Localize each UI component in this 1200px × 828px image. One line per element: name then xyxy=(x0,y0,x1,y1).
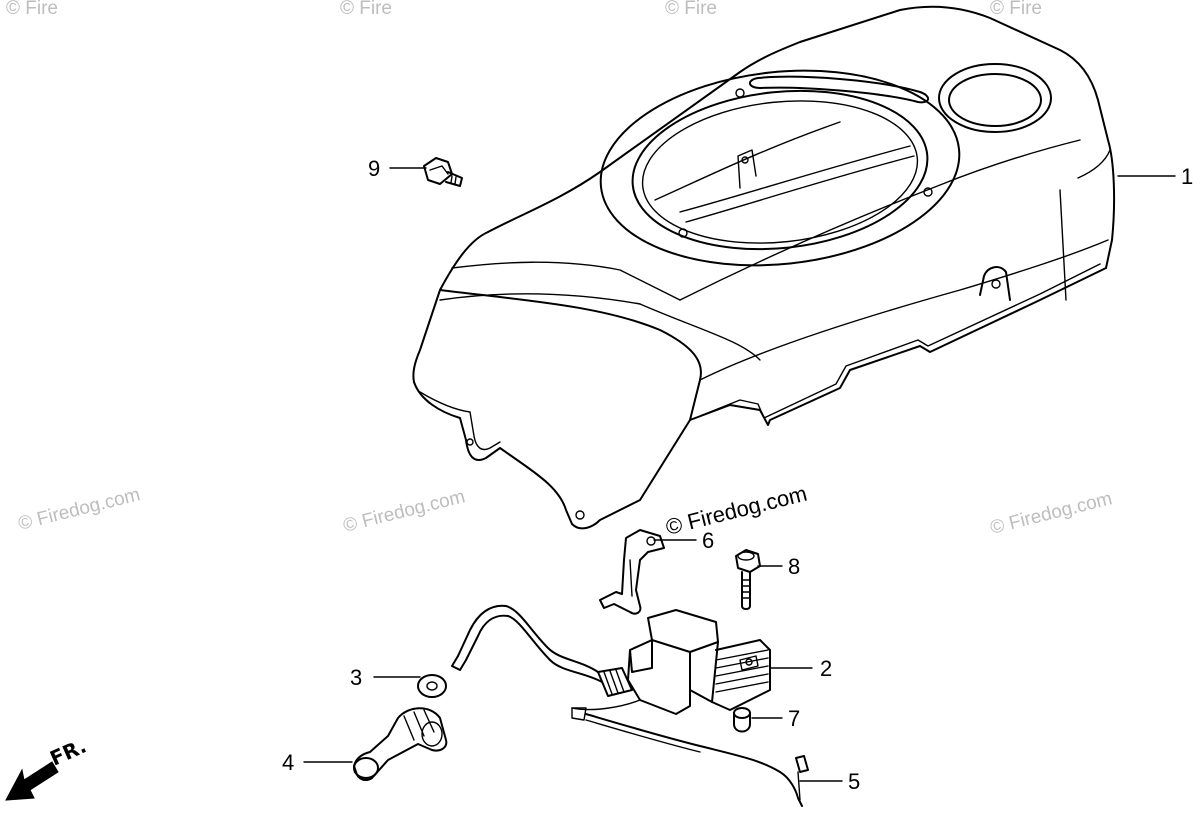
ignition-coil-part-2 xyxy=(451,604,771,715)
callout-1-label: 1 xyxy=(1181,164,1193,189)
flange-bolt-part-9 xyxy=(423,157,463,187)
collar-part-7 xyxy=(733,707,751,733)
watermark-right: © Firedog.com xyxy=(988,488,1114,539)
callout-7: 7 xyxy=(751,706,800,731)
bolt-part-8 xyxy=(735,549,761,610)
callout-9-label: 9 xyxy=(368,156,380,181)
washer-part-3 xyxy=(417,674,447,698)
callout-2-label: 2 xyxy=(820,656,832,681)
callout-3: 3 xyxy=(350,665,421,690)
front-direction-label: FR. xyxy=(46,734,90,771)
callout-8: 8 xyxy=(757,554,800,579)
callout-1: 1 xyxy=(1117,164,1193,189)
callout-3-label: 3 xyxy=(350,665,362,690)
callout-5: 5 xyxy=(799,769,860,794)
watermark-top-1: © Fire xyxy=(6,0,58,19)
callout-5-label: 5 xyxy=(848,769,860,794)
watermark-left: © Firedog.com xyxy=(16,484,142,535)
watermark-top-4: © Fire xyxy=(990,0,1042,19)
callout-6: 6 xyxy=(653,528,714,553)
fan-cover-shroud xyxy=(412,5,1116,530)
callout-4-label: 4 xyxy=(282,750,294,775)
callout-9: 9 xyxy=(368,156,427,181)
watermark-top-2: © Fire xyxy=(340,0,392,19)
callout-4: 4 xyxy=(282,750,353,775)
callout-7-label: 7 xyxy=(788,706,800,731)
watermark-mid: © Firedog.com xyxy=(341,486,467,537)
wire-lead-part-5 xyxy=(571,707,809,807)
watermark-top-3: © Fire xyxy=(665,0,717,19)
front-direction-arrow: FR. xyxy=(5,734,90,801)
plug-cap-part-4 xyxy=(353,707,448,781)
bracket-part-6 xyxy=(599,529,665,615)
callout-8-label: 8 xyxy=(788,554,800,579)
arrow-left-icon xyxy=(5,761,59,801)
watermark-center: © Firedog.com xyxy=(663,481,809,540)
callout-6-label: 6 xyxy=(702,528,714,553)
callout-2: 2 xyxy=(769,656,832,681)
